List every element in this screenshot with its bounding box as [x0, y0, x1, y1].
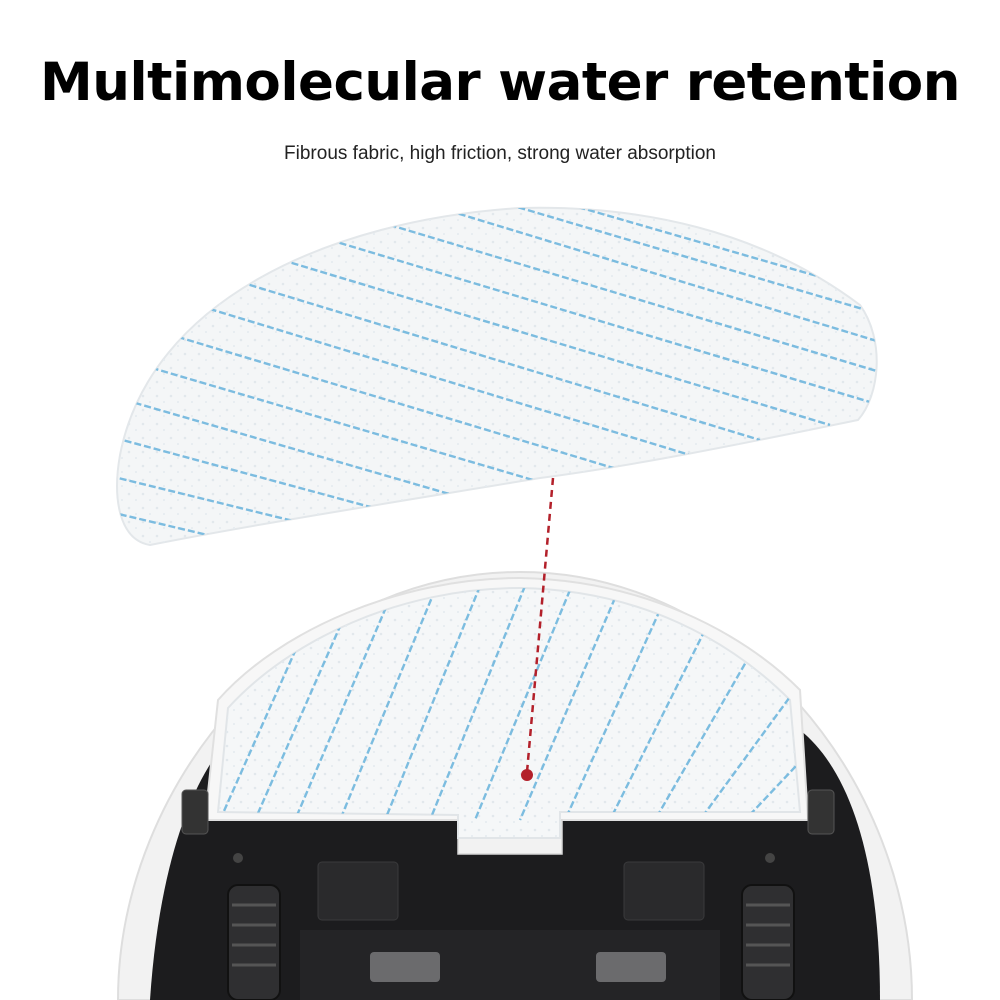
mop-pad-floating	[116, 206, 878, 547]
callout-dot	[521, 769, 533, 781]
mop-pad-attached	[216, 586, 802, 839]
callout-line	[521, 477, 555, 781]
headline: Multimolecular water retention	[40, 52, 960, 113]
subheadline: Fibrous fabric, high friction, strong wa…	[284, 143, 716, 164]
